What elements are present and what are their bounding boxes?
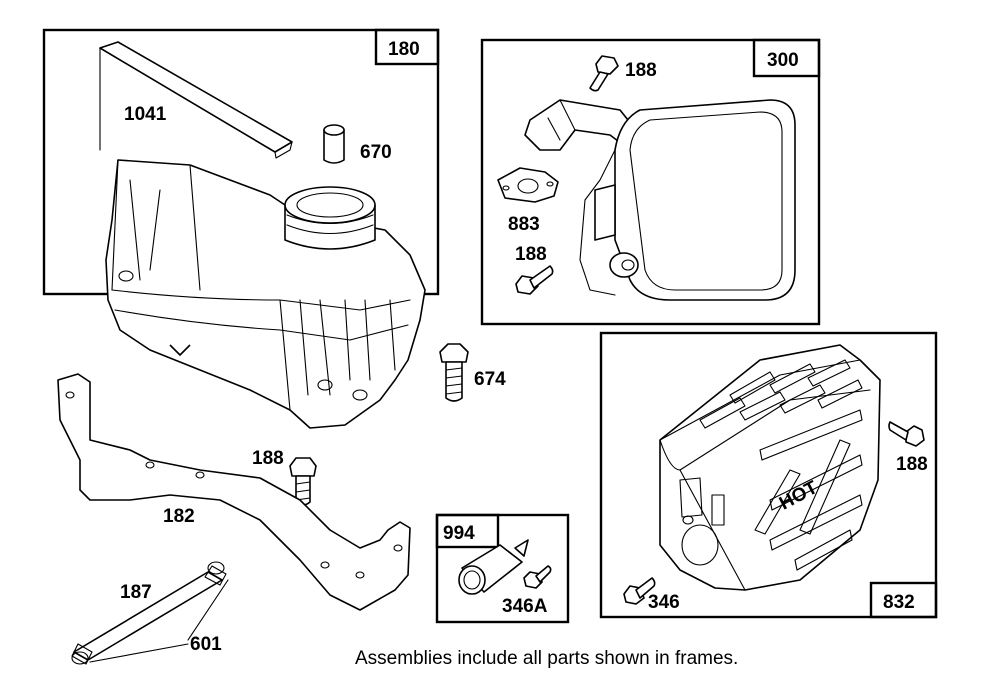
part-label-188-top: 188	[625, 60, 657, 81]
muffler-guard	[659, 344, 881, 591]
frame-832-border	[599, 331, 938, 619]
bolt-188-top	[589, 55, 619, 92]
frame-300-label-box	[752, 38, 821, 78]
frame-832-label-box	[869, 581, 938, 619]
part-label-188-muffler: 188	[515, 244, 547, 265]
spark-arrester	[458, 539, 529, 595]
part-label-182: 182	[163, 506, 195, 527]
part-label-188-mid: 188	[252, 448, 284, 469]
frame-994-label-box	[435, 513, 500, 549]
part-label-187: 187	[120, 582, 152, 603]
bracket-182	[57, 373, 411, 611]
part-label-346A: 346A	[502, 596, 548, 617]
bolt-188-mid	[289, 457, 317, 506]
part-label-1041: 1041	[124, 104, 167, 125]
frame-180-label-box	[374, 28, 440, 66]
muffler	[579, 99, 796, 301]
frame-300-border	[480, 38, 821, 326]
bolt-188-guard	[888, 421, 925, 447]
clamp-leader-lines	[89, 579, 229, 663]
part-label-601: 601	[190, 634, 222, 655]
part-label-188-guard: 188	[896, 454, 928, 475]
screw-346	[623, 577, 656, 605]
part-label-674: 674	[474, 369, 506, 390]
part-label-670: 670	[360, 142, 392, 163]
gasket-883	[497, 167, 559, 203]
part-label-346: 346	[648, 592, 680, 613]
footer-caption: Assemblies include all parts shown in fr…	[355, 648, 739, 669]
exhaust-pipe	[524, 99, 641, 151]
part-label-883: 883	[508, 214, 540, 235]
fuel-line-187	[71, 561, 227, 665]
grommet-670	[323, 124, 345, 164]
frame-994-border	[435, 513, 570, 624]
fuel-tank	[105, 159, 426, 429]
frame-994: 994	[435, 513, 570, 624]
bolt-674	[439, 343, 469, 402]
frame-300-label: 300	[767, 50, 799, 71]
frame-300: 300	[480, 38, 821, 326]
frame-994-label: 994	[443, 523, 475, 544]
frame-180-label: 180	[388, 39, 420, 60]
frame-832-label: 832	[883, 592, 915, 613]
tank-strip-1041	[99, 41, 293, 159]
bolt-188-muffler	[515, 265, 554, 295]
frame-832: 832	[599, 331, 938, 619]
screw-346A	[523, 565, 552, 589]
